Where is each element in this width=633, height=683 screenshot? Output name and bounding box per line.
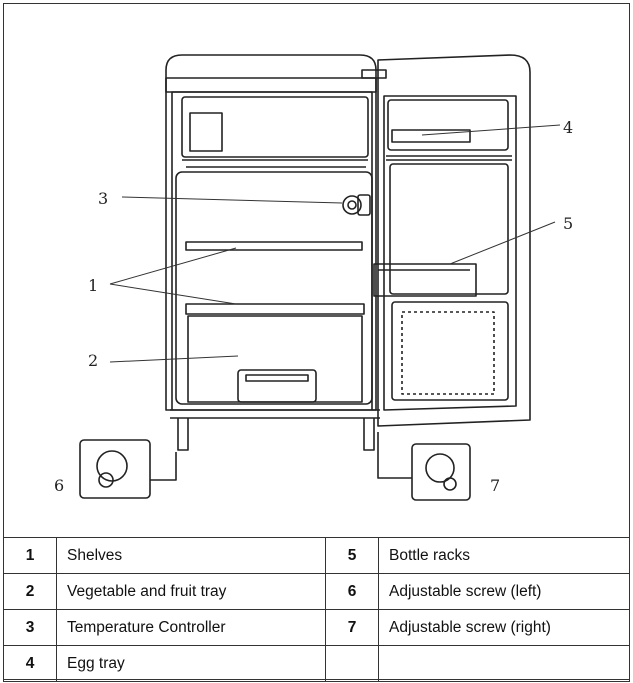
legend-label: Bottle racks (378, 537, 630, 574)
fridge-diagram: 3 1 2 4 5 6 7 (54, 54, 573, 501)
legend-number: 4 (3, 645, 57, 682)
fridge-cabinet (165, 54, 380, 451)
upper-shelf (185, 241, 363, 251)
legend-number: 5 (325, 537, 379, 574)
callout-2: 2 (88, 351, 98, 370)
bottle-rack (373, 263, 477, 297)
legend-number: 7 (325, 609, 379, 646)
fridge-door (361, 54, 531, 427)
callout-6: 6 (54, 476, 64, 495)
legend-label: Egg tray (56, 645, 326, 682)
legend-label: Shelves (56, 537, 326, 574)
legend-row: 3 Temperature Controller 7 Adjustable sc… (3, 609, 630, 646)
vegetable-tray (187, 315, 363, 403)
callout-5: 5 (563, 214, 573, 233)
legend-row: 4 Egg tray (3, 645, 630, 682)
lower-shelf (185, 303, 365, 315)
temperature-controller (342, 194, 371, 216)
legend-label: Adjustable screw (left) (378, 573, 630, 610)
callout-7: 7 (490, 476, 500, 495)
callout-4: 4 (563, 118, 573, 137)
legend-empty-cell (378, 645, 630, 682)
legend-label: Temperature Controller (56, 609, 326, 646)
callout-3: 3 (98, 189, 108, 208)
legend-label: Vegetable and fruit tray (56, 573, 326, 610)
legend-number: 1 (3, 537, 57, 574)
legend-empty-cell (325, 645, 379, 682)
legend-number: 2 (3, 573, 57, 610)
parts-legend: 1 Shelves 5 Bottle racks 2 Vegetable and… (3, 537, 630, 682)
egg-tray (391, 129, 471, 143)
left-screw-inset (79, 439, 177, 499)
right-screw-inset (377, 432, 471, 501)
legend-number: 6 (325, 573, 379, 610)
legend-row: 1 Shelves 5 Bottle racks (3, 537, 630, 574)
legend-row: 2 Vegetable and fruit tray 6 Adjustable … (3, 573, 630, 610)
legend-label: Adjustable screw (right) (378, 609, 630, 646)
callout-1: 1 (88, 276, 98, 295)
legend-number: 3 (3, 609, 57, 646)
